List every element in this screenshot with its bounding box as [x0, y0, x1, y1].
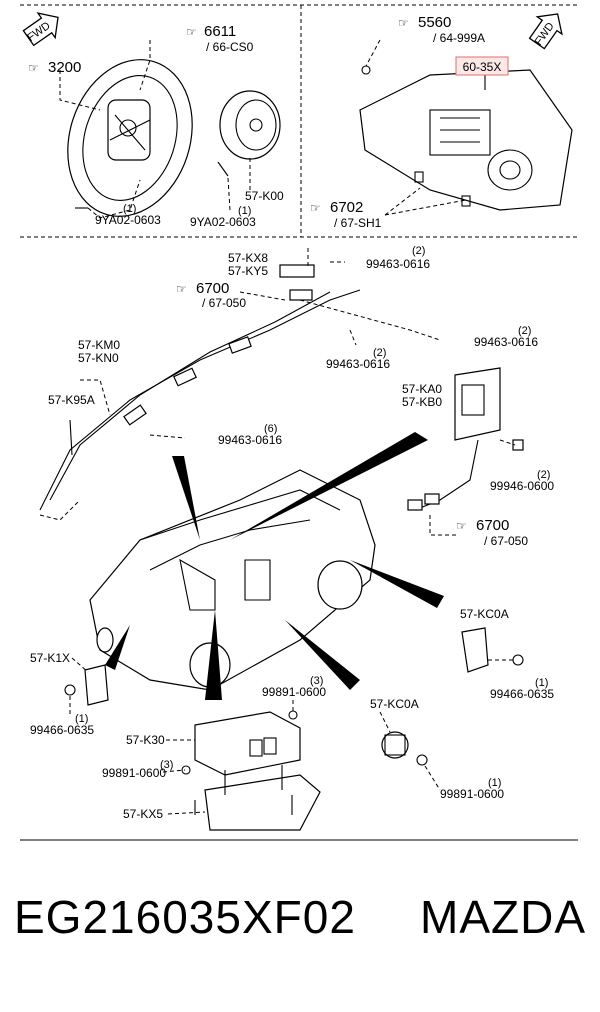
part-57-kx8[interactable]: 57-KX8	[228, 251, 268, 265]
part-9ya02-0603-b[interactable]: 9YA02-0603	[190, 215, 256, 229]
ref-5560-sub: / 64-999A	[433, 31, 485, 45]
ref-6702-number: 6702	[330, 199, 363, 216]
hand-pointer-icon: ☞	[176, 282, 187, 296]
curtain-airbag-illustration	[39, 264, 361, 511]
vehicle-illustration	[89, 469, 376, 691]
part-99466-0635-b[interactable]: 99466-0635	[30, 723, 94, 737]
part-57-km0[interactable]: 57-KM0	[78, 338, 120, 352]
part-99463-0616-c[interactable]: 99463-0616	[326, 357, 390, 371]
highlighted-part-60-35x[interactable]: 60-35X	[455, 56, 509, 76]
hand-pointer-icon: ☞	[186, 25, 197, 39]
fwd-arrow-left-icon: FWD	[22, 12, 59, 47]
ref-6702-sub: / 67-SH1	[334, 216, 382, 230]
part-9ya02-0603-qty: (1)	[238, 205, 251, 217]
control-unit-illustration	[181, 710, 301, 776]
part-57-kc0a-a[interactable]: 57-KC0A	[460, 607, 509, 621]
footer-brand: MAZDA	[420, 891, 586, 943]
ref-6700-number: 6700	[196, 280, 229, 297]
part-99891-0600-a[interactable]: 99891-0600	[262, 685, 326, 699]
part-qty: (1)	[75, 713, 88, 725]
ref-5560-number: 5560	[418, 14, 451, 31]
part-qty: (3)	[160, 759, 173, 771]
ref-6611[interactable]: ☞ 6611 / 66-CS0	[186, 23, 254, 54]
hand-pointer-icon: ☞	[456, 519, 467, 533]
hand-pointer-icon: ☞	[28, 61, 39, 75]
bolt-icon	[75, 161, 229, 209]
hand-pointer-icon: ☞	[398, 16, 409, 30]
hand-pointer-icon: ☞	[310, 201, 321, 215]
part-qty: (2)	[537, 469, 550, 481]
part-9ya02-0603-qty: (1)	[123, 203, 136, 215]
part-57-ky5[interactable]: 57-KY5	[228, 264, 268, 278]
side-airbag-illustration	[407, 367, 524, 511]
part-57-ka0[interactable]: 57-KA0	[402, 382, 442, 396]
footer-part-number: EG216035XF02	[14, 891, 356, 943]
footer: EG216035XF02 MAZDA	[0, 862, 600, 972]
ref-6611-sub: / 66-CS0	[206, 40, 254, 54]
ref-6611-number: 6611	[204, 23, 236, 40]
ref-6700-number: 6700	[476, 517, 509, 534]
airbag-module-illustration	[219, 90, 281, 160]
part-qty: (2)	[518, 325, 531, 337]
fwd-arrow-right-icon: FWD	[528, 13, 563, 50]
part-qty: (1)	[535, 677, 548, 689]
part-99463-0616-b[interactable]: 99463-0616	[474, 335, 538, 349]
part-99463-0616-d[interactable]: 99463-0616	[218, 433, 282, 447]
front-sensor-illustration	[64, 664, 109, 706]
part-57-kx5[interactable]: 57-KX5	[123, 807, 163, 821]
passenger-airbag-illustration	[359, 65, 573, 211]
part-99891-0600-c[interactable]: 99891-0600	[440, 787, 504, 801]
ref-5560[interactable]: ☞ 5560 / 64-999A	[398, 14, 485, 45]
part-57-k30[interactable]: 57-K30	[126, 733, 165, 747]
side-sensor-illustration	[461, 627, 524, 673]
part-99463-0616-a[interactable]: 99463-0616	[366, 257, 430, 271]
part-99891-0600-b[interactable]: 99891-0600	[102, 766, 166, 780]
part-57-kb0[interactable]: 57-KB0	[402, 395, 442, 409]
highlight-part-label: 60-35X	[463, 60, 502, 74]
airbag-parts-diagram: FWD FWD ☞ 6611 / 66-CS0 ☞ 3200 57-K00 (1…	[20, 4, 578, 841]
part-57-k00[interactable]: 57-K00	[245, 189, 284, 203]
rear-sensor-illustration	[381, 731, 428, 766]
part-9ya02-0603-a[interactable]: 9YA02-0603	[95, 213, 161, 227]
part-57-k1x[interactable]: 57-K1X	[30, 651, 70, 665]
ref-3200[interactable]: ☞ 3200	[28, 59, 81, 76]
part-99466-0635-a[interactable]: 99466-0635	[490, 687, 554, 701]
part-qty: (3)	[310, 675, 323, 687]
part-qty: (2)	[412, 245, 425, 257]
part-qty: (2)	[373, 347, 386, 359]
ref-6700-lower[interactable]: ☞ 6700 / 67-050	[456, 517, 528, 548]
pointer-wedges	[105, 432, 444, 700]
ref-6700-sub: / 67-050	[202, 296, 246, 310]
part-57-kc0a-b[interactable]: 57-KC0A	[370, 697, 419, 711]
part-qty: (6)	[264, 423, 277, 435]
ref-6700-sub: / 67-050	[484, 534, 528, 548]
section-dividers	[20, 4, 578, 841]
part-57-kn0[interactable]: 57-KN0	[78, 351, 119, 365]
ref-6702[interactable]: ☞ 6702 / 67-SH1	[310, 199, 382, 230]
ref-6700-upper[interactable]: ☞ 6700 / 67-050	[176, 280, 246, 310]
steering-wheel-illustration	[67, 59, 193, 217]
ref-3200-number: 3200	[48, 59, 81, 76]
bracket-illustration	[194, 765, 321, 831]
part-99946-0600[interactable]: 99946-0600	[490, 479, 554, 493]
part-qty: (1)	[488, 777, 501, 789]
part-57-k95a[interactable]: 57-K95A	[48, 393, 95, 407]
